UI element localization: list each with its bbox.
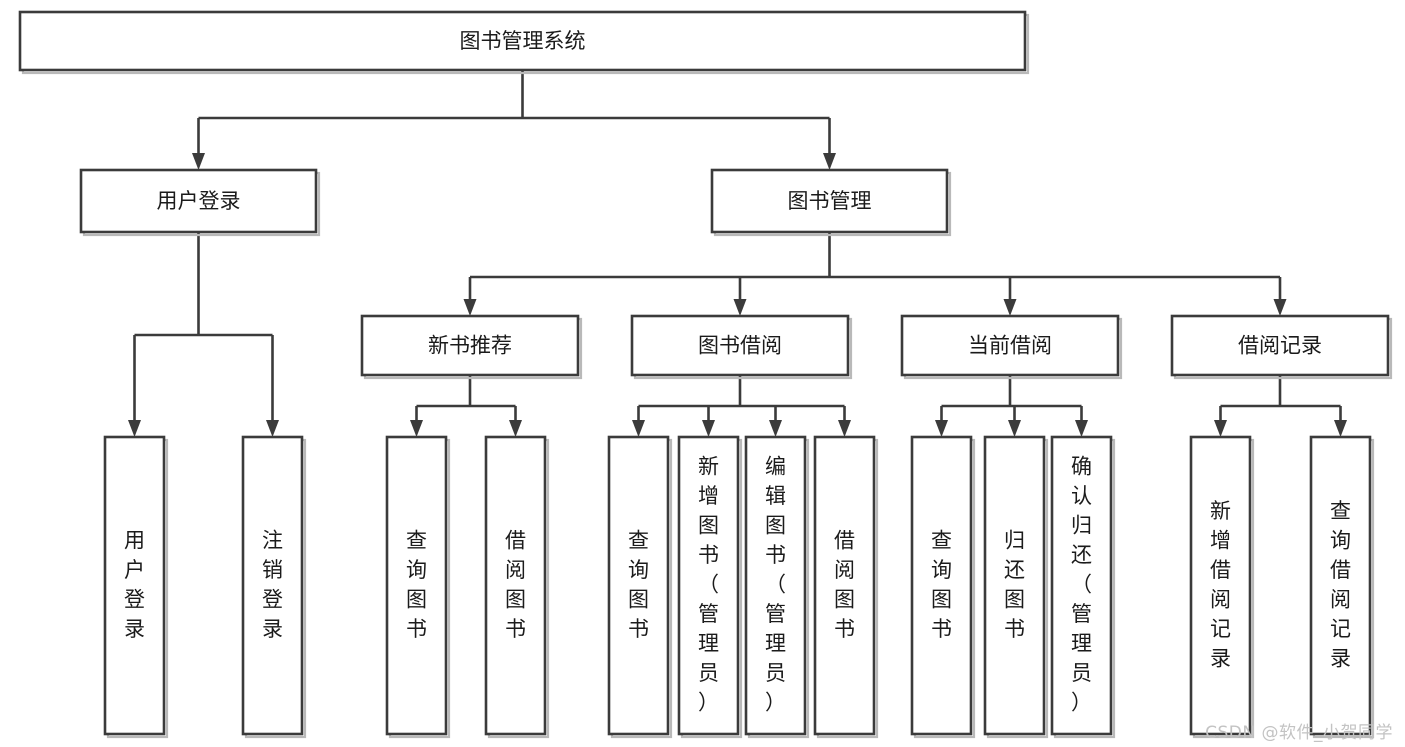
node-leaf-borrow-query[interactable]: 查询图书 [607,435,673,739]
node-label-leaf-user-login: 用户登录 [124,528,145,641]
node-book-manage[interactable]: 图书管理 [710,168,952,237]
node-label-leaf-borrow-query: 查询图书 [628,528,649,641]
connector-layer [128,70,1347,437]
node-leaf-user-logout[interactable]: 注销登录 [241,435,307,739]
node-borrow-record[interactable]: 借阅记录 [1170,314,1393,380]
node-leaf-current-query[interactable]: 查询图书 [910,435,976,739]
node-leaf-borrow-edit[interactable]: 编辑图书（管理员） [744,435,810,739]
node-leaf-record-query[interactable]: 查询借阅记录 [1309,435,1375,739]
node-leaf-record-add[interactable]: 新增借阅记录 [1189,435,1255,739]
node-label-current-borrow: 当前借阅 [968,334,1052,358]
node-layer: 图书管理系统用户登录图书管理新书推荐图书借阅当前借阅借阅记录用户登录注销登录查询… [18,10,1393,739]
node-label-leaf-borrow-add: 新增图书（管理员） [698,455,719,715]
node-leaf-user-login[interactable]: 用户登录 [103,435,169,739]
node-label-root: 图书管理系统 [460,29,586,53]
node-label-leaf-rec-borrow: 借阅图书 [505,528,526,641]
node-leaf-rec-query[interactable]: 查询图书 [385,435,451,739]
node-label-new-book-rec: 新书推荐 [428,334,512,358]
node-label-book-manage: 图书管理 [788,189,872,213]
node-new-book-rec[interactable]: 新书推荐 [360,314,583,380]
node-label-leaf-current-confirm: 确认归还（管理员） [1071,455,1092,715]
node-current-borrow[interactable]: 当前借阅 [900,314,1123,380]
node-label-leaf-user-logout: 注销登录 [262,528,283,641]
node-user-login[interactable]: 用户登录 [79,168,321,237]
node-leaf-borrow-add[interactable]: 新增图书（管理员） [677,435,743,739]
node-label-book-borrow: 图书借阅 [698,334,782,358]
node-label-borrow-record: 借阅记录 [1238,334,1322,358]
node-label-leaf-record-query: 查询借阅记录 [1330,499,1351,671]
node-label-user-login: 用户登录 [157,189,241,213]
node-label-leaf-rec-query: 查询图书 [406,528,427,641]
node-label-leaf-borrow-edit: 编辑图书（管理员） [765,455,786,715]
node-label-leaf-current-query: 查询图书 [931,528,952,641]
node-leaf-rec-borrow[interactable]: 借阅图书 [484,435,550,739]
node-leaf-borrow-lend[interactable]: 借阅图书 [813,435,879,739]
node-root[interactable]: 图书管理系统 [18,10,1030,75]
node-leaf-current-return[interactable]: 归还图书 [983,435,1049,739]
node-label-leaf-record-add: 新增借阅记录 [1210,499,1231,671]
node-book-borrow[interactable]: 图书借阅 [630,314,853,380]
node-label-leaf-borrow-lend: 借阅图书 [834,528,855,641]
node-label-leaf-current-return: 归还图书 [1004,528,1025,641]
node-leaf-current-confirm[interactable]: 确认归还（管理员） [1050,435,1116,739]
